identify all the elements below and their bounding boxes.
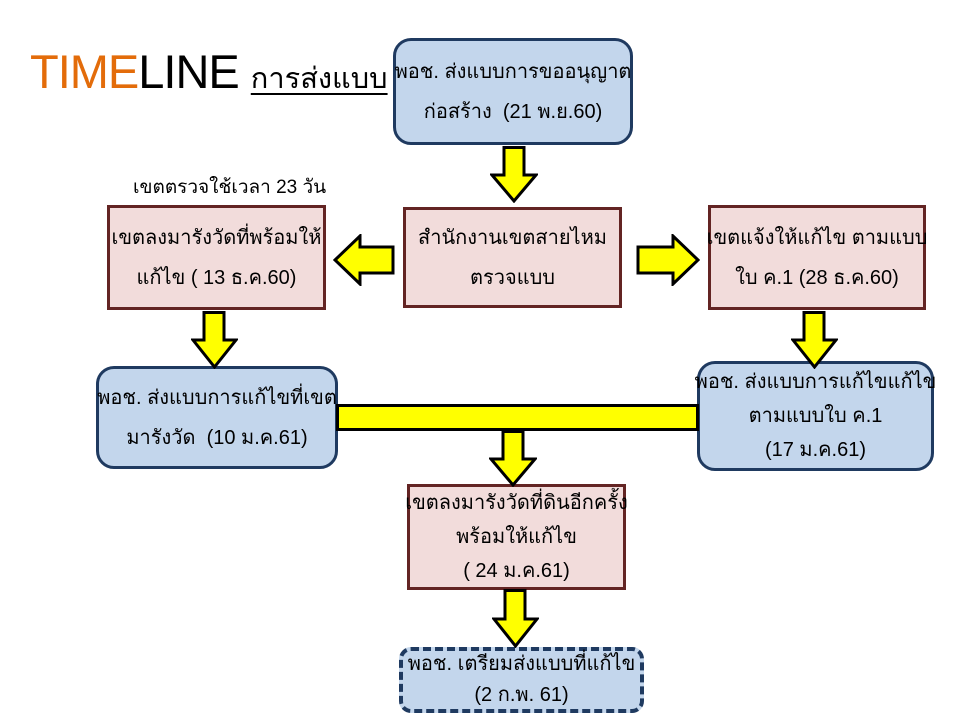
title-time: TIME (30, 45, 139, 98)
page-title: TIMELINE การส่งแบบ (30, 44, 388, 101)
title-line: LINE (138, 45, 239, 98)
box-text-line: พอช. เตรียมส่งแบบที่แก้ไข (407, 653, 636, 675)
box-text-line: พอช. ส่งแบบการขออนุญาต (394, 60, 632, 83)
box-text-line: เขตแจ้งให้แก้ไข ตามแบบ (706, 226, 928, 249)
flow-box-district-survey: เขตลงมารังวัดที่พร้อมให้ แก้ไข ( 13 ธ.ค.… (107, 205, 326, 310)
flow-box-district-notify: เขตแจ้งให้แก้ไข ตามแบบ ใบ ค.1 (28 ธ.ค.60… (706, 205, 928, 310)
arrow-right-icon (636, 234, 700, 286)
flow-box-district-office: สำนักงานเขตสายไหม ตรวจแบบ (403, 207, 622, 308)
flow-box-submit-request: พอช. ส่งแบบการขออนุญาต ก่อสร้าง (21 พ.ย.… (393, 38, 633, 145)
arrow-left-icon (333, 234, 395, 286)
flow-box-survey-again: เขตลงมารังวัดที่ดินอีกครั้ง พร้อมให้แก้ไ… (405, 484, 628, 590)
box-text-line: ใบ ค.1 (28 ธ.ค.60) (735, 266, 899, 289)
arrow-down-icon (191, 311, 238, 369)
box-text-line: สำนักงานเขตสายไหม (418, 226, 607, 249)
arrow-down-icon (791, 311, 838, 369)
box-text-line: ก่อสร้าง (21 พ.ย.60) (423, 100, 603, 123)
box-text-line: (2 ก.พ. 61) (474, 684, 569, 706)
box-text-line: ( 24 ม.ค.61) (463, 560, 570, 582)
box-text-line: ตามแบบใบ ค.1 (748, 405, 883, 427)
box-text-line: พอช. ส่งแบบการแก้ไขที่เขต (97, 386, 337, 409)
box-text-line: มารังวัด (10 ม.ค.61) (126, 426, 308, 449)
arrow-down-icon (489, 430, 537, 487)
flow-box-resubmit-form: พอช. ส่งแบบการแก้ไขแก้ไข ตามแบบใบ ค.1 (1… (694, 361, 937, 471)
box-text-line: พร้อมให้แก้ไข (456, 526, 577, 548)
flow-box-prepare-final: พอช. เตรียมส่งแบบที่แก้ไข (2 ก.พ. 61) (399, 647, 644, 713)
box-text-line: เขตลงมารังวัดที่ดินอีกครั้ง (405, 492, 628, 514)
note-label: เขตตรวจใช้เวลา 23 วัน (133, 177, 327, 198)
arrow-down-icon (492, 589, 539, 648)
title-subtitle: การส่งแบบ (250, 63, 388, 95)
box-text-line: พอช. ส่งแบบการแก้ไขแก้ไข (694, 371, 937, 393)
box-text-line: ตรวจแบบ (470, 266, 555, 289)
box-text-line: เขตลงมารังวัดที่พร้อมให้ (111, 226, 322, 249)
box-text-line: แก้ไข ( 13 ธ.ค.60) (136, 266, 297, 289)
arrow-down-icon (490, 146, 538, 203)
flow-box-resubmit-survey: พอช. ส่งแบบการแก้ไขที่เขต มารังวัด (10 ม… (96, 366, 338, 469)
connector-bar (336, 404, 699, 431)
box-text-line: (17 ม.ค.61) (764, 439, 867, 461)
